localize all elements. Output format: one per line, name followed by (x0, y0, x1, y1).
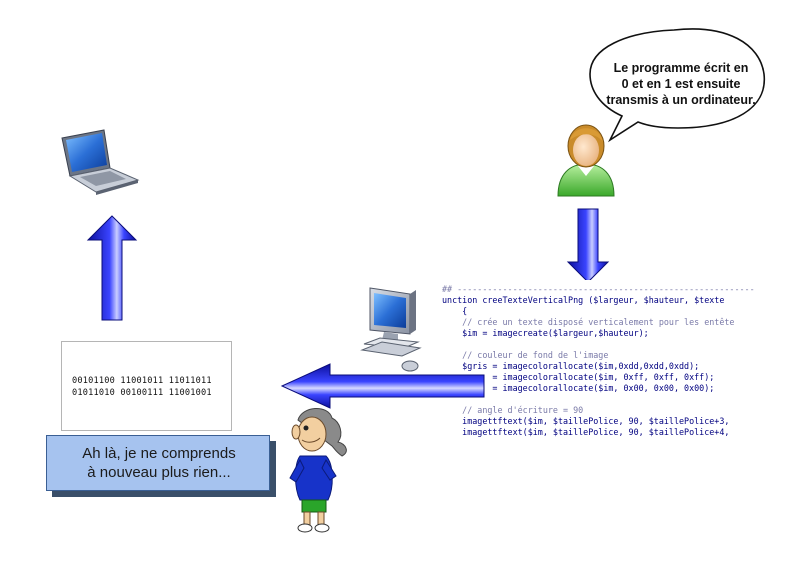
source-code-panel: ## -------------------------------------… (438, 280, 754, 450)
binary-line: 00101100 11001011 11011011 (72, 376, 212, 386)
code-line: // couleur de fond de l'image (442, 350, 609, 360)
binary-line: 01011010 00100111 11001001 (72, 388, 212, 398)
code-line: $gris = imagecolorallocate($im,0xdd,0xdd… (442, 361, 700, 371)
code-line: // angle d'écriture = 90 (442, 405, 584, 415)
caption-line: Ah là, je ne comprends (82, 445, 236, 462)
speech-bubble-text: Le programme écrit en 0 et en 1 est ensu… (596, 60, 766, 108)
code-line: // crée un texte disposé verticalement p… (442, 317, 735, 327)
caption-box: Ah là, je ne comprends à nouveau plus ri… (46, 435, 270, 491)
code-line: = imagecolorallocate($im, 0x00, 0x00, 0x… (442, 383, 715, 393)
confused-man-icon (289, 408, 347, 533)
code-line: = imagecolorallocate($im, 0xff, 0xff, 0x… (442, 372, 715, 382)
laptop-icon (61, 129, 140, 195)
speech-bubble (589, 28, 766, 143)
caption-line: à nouveau plus rien... (87, 464, 231, 481)
code-line: imagettftext($im, $taillePolice, 90, $ta… (442, 427, 730, 437)
code-line: $im = imagecreate($largeur,$hauteur); (442, 328, 649, 338)
speech-line: transmis à un ordinateur. (606, 93, 756, 107)
code-line: imagettftext($im, $taillePolice, 90, $ta… (442, 416, 730, 426)
code-line: { (442, 306, 468, 316)
caption-text: Ah là, je ne comprends à nouveau plus ri… (47, 444, 271, 482)
code-line: ## -------------------------------------… (442, 284, 754, 294)
desktop-computer-icon (360, 287, 422, 372)
code-line: unction creeTexteVerticalPng ($largeur, … (442, 295, 725, 305)
programmer-avatar-icon (557, 124, 615, 197)
speech-line: 0 et en 1 est ensuite (621, 77, 741, 91)
down-arrow (566, 208, 610, 283)
binary-code-box: 00101100 11001011 11011011 01011010 0010… (61, 341, 232, 431)
speech-line: Le programme écrit en (613, 61, 749, 75)
